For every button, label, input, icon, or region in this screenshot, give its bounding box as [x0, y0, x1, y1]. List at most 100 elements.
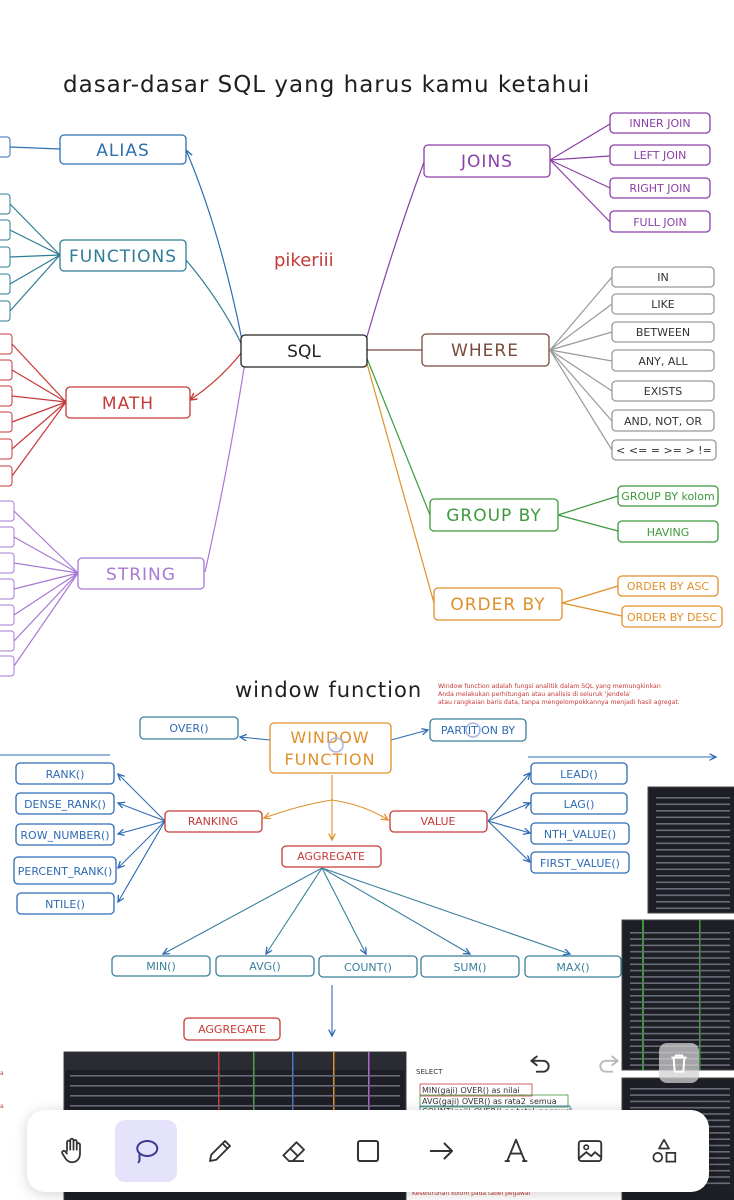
left-margin-mark: a a: [0, 1070, 4, 1110]
aggregate-node[interactable]: AGGREGATE: [281, 845, 382, 868]
pencil-icon: [209, 1140, 231, 1162]
undo-button[interactable]: [520, 1043, 560, 1083]
svg-text:VALUE: VALUE: [421, 815, 456, 828]
svg-text:atau rangkaian baris data, tan: atau rangkaian baris data, tanpa mengelo…: [438, 699, 680, 706]
group-by-node[interactable]: GROUP BY: [429, 498, 559, 532]
joins-item: RIGHT JOIN: [629, 182, 690, 195]
order-by-node[interactable]: ORDER BY: [433, 587, 563, 621]
aggregate-item: COUNT(): [344, 961, 392, 974]
order-by-item: ORDER BY ASC: [627, 580, 710, 593]
window-connectors: [0, 730, 716, 1036]
svg-text:AVG(gaji) OVER() as rata2_semu: AVG(gaji) OVER() as rata2_semua: [422, 1097, 557, 1106]
image-icon: [577, 1140, 603, 1162]
table-row: [630, 1106, 730, 1109]
undo-icon: [530, 1055, 550, 1073]
alias-node[interactable]: ALIAS: [59, 134, 187, 165]
table-row: [630, 1039, 730, 1041]
joins-item: INNER JOIN: [629, 117, 690, 130]
table-row: [656, 803, 730, 806]
svg-text:FUNCTION: FUNCTION: [284, 750, 375, 769]
hand-icon: [61, 1137, 81, 1164]
aggregate-item: AVG(): [249, 960, 280, 973]
table-row: [656, 797, 730, 799]
arrow-tool[interactable]: [411, 1120, 473, 1182]
sql-center-node[interactable]: SQL: [240, 334, 368, 368]
hand-tool[interactable]: [41, 1120, 103, 1182]
drawing-toolbar: [27, 1110, 709, 1192]
aggregate-items: MIN() AVG() COUNT() SUM() MAX(): [111, 955, 622, 978]
svg-text:RANKING: RANKING: [188, 815, 238, 828]
table-row: [656, 907, 730, 910]
joins-items: INNER JOIN LEFT JOIN RIGHT JOIN FULL JOI…: [609, 112, 711, 233]
svg-text:AGGREGATE: AGGREGATE: [198, 1023, 266, 1036]
delete-button[interactable]: [659, 1043, 699, 1083]
functions-node[interactable]: FUNCTIONS: [59, 239, 187, 272]
redo-button[interactable]: [589, 1043, 629, 1083]
shapes-icon: [652, 1138, 677, 1163]
math-node[interactable]: MATH: [65, 386, 191, 419]
partition-by-node[interactable]: PARTITION BY: [429, 718, 527, 742]
table-row: [656, 849, 730, 851]
svg-text:a: a: [0, 1103, 4, 1110]
order-by-items: ORDER BY ASC ORDER BY DESC: [617, 575, 723, 628]
table-row: [630, 1026, 730, 1029]
table-row: [630, 995, 730, 997]
string-node[interactable]: STRING: [77, 557, 205, 590]
table-row: [656, 875, 730, 877]
order-by-item: ORDER BY DESC: [627, 611, 717, 624]
svg-text:Anda melakukan perhitungan ata: Anda melakukan perhitungan atau analisis…: [438, 691, 631, 698]
svg-text:WHERE: WHERE: [451, 341, 519, 361]
where-item: EXISTS: [644, 385, 682, 398]
table-row: [630, 982, 730, 984]
over-node[interactable]: OVER(): [139, 716, 239, 740]
sql-connectors: [9, 123, 623, 667]
lasso-icon: [136, 1140, 159, 1164]
select-label: SELECT: [416, 1068, 443, 1076]
table-row: [656, 823, 730, 825]
table-row: [656, 810, 730, 812]
table-row: [656, 836, 730, 838]
table-row: [70, 1095, 400, 1097]
group-by-item: HAVING: [647, 526, 690, 539]
board-title: dasar-dasar SQL yang harus kamu ketahui: [63, 72, 590, 98]
pencil-tool[interactable]: [189, 1120, 251, 1182]
value-node[interactable]: VALUE: [389, 810, 488, 833]
table-row: [630, 1001, 730, 1003]
where-item: ANY, ALL: [638, 355, 688, 368]
shapes-tool[interactable]: [633, 1120, 695, 1182]
text-tool[interactable]: [485, 1120, 547, 1182]
where-node[interactable]: WHERE: [421, 333, 550, 367]
touch-point-marker: [328, 737, 344, 753]
table-row: [656, 842, 730, 845]
ranking-item: PERCENT_RANK(): [18, 865, 113, 878]
table-row: [630, 1088, 730, 1090]
aggregate-label-node[interactable]: AGGREGATE: [183, 1017, 281, 1041]
table-row: [656, 894, 730, 897]
rectangle-tool[interactable]: [337, 1120, 399, 1182]
lasso-tool[interactable]: [115, 1120, 177, 1182]
value-item: FIRST_VALUE(): [540, 857, 620, 870]
image-tool[interactable]: [559, 1120, 621, 1182]
arrow-icon: [429, 1142, 453, 1160]
group-by-item: GROUP BY kolom: [621, 490, 714, 503]
table-row: [630, 957, 730, 959]
table-row: [70, 1075, 400, 1077]
watermark-text: pikeriii: [274, 250, 334, 271]
window-function-node[interactable]: WINDOW FUNCTION: [269, 722, 392, 774]
table-row: [656, 881, 730, 884]
aggregate-item: SUM(): [453, 961, 486, 974]
table-row: [630, 938, 730, 940]
where-item: IN: [657, 271, 668, 284]
table-row: [630, 988, 730, 991]
svg-text:Window function adalah fungsi: Window function adalah fungsi analitik d…: [438, 683, 661, 690]
eraser-tool[interactable]: [263, 1120, 325, 1182]
ranking-item: DENSE_RANK(): [24, 798, 106, 811]
joins-node[interactable]: JOINS: [423, 144, 551, 178]
where-item: AND, NOT, OR: [624, 415, 702, 428]
svg-text:GROUP BY: GROUP BY: [446, 506, 542, 526]
ranking-items: RANK() DENSE_RANK() ROW_NUMBER() PERCENT…: [13, 762, 117, 915]
ranking-node[interactable]: RANKING: [164, 810, 263, 833]
svg-text:AGGREGATE: AGGREGATE: [297, 850, 365, 863]
svg-text:a: a: [0, 1070, 4, 1077]
